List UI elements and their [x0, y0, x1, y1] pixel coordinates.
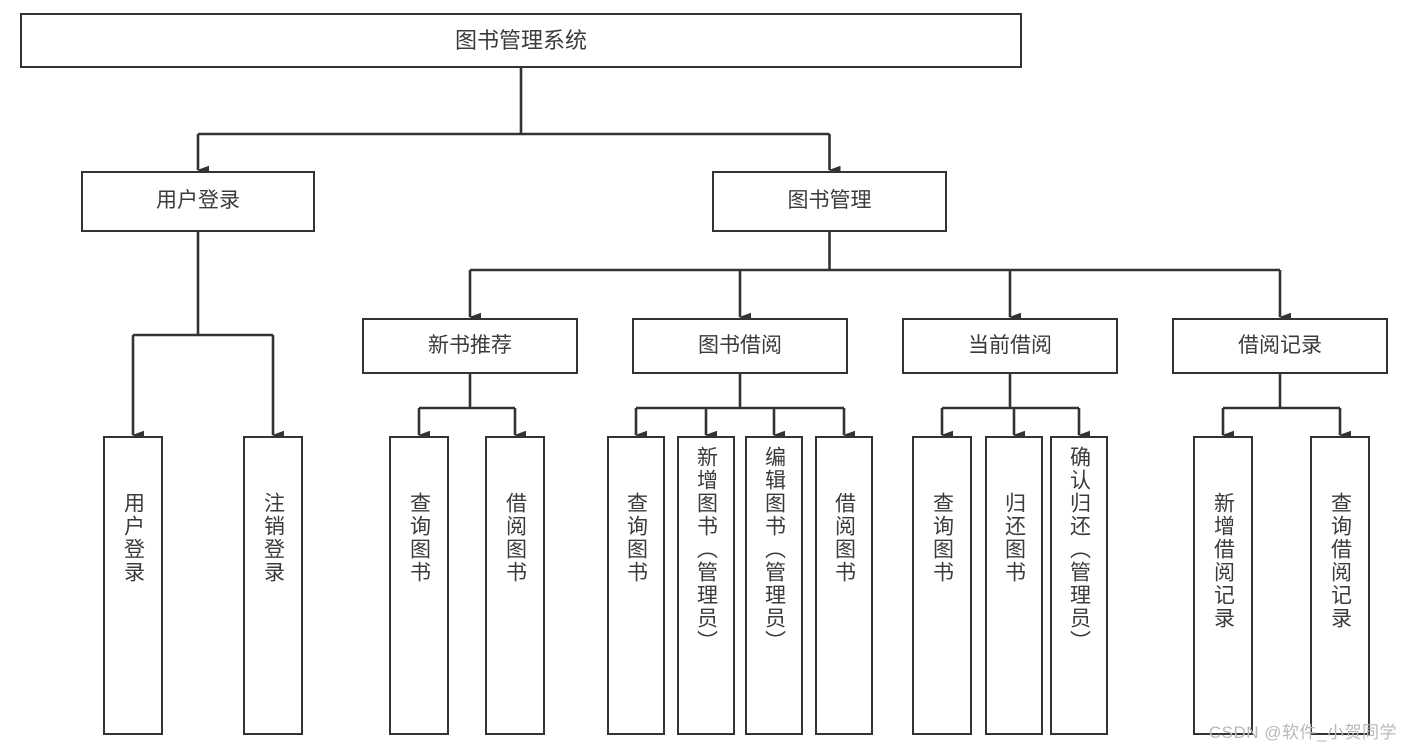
node-current-borrow[interactable]: 当前借阅 — [902, 318, 1118, 374]
node-leaf-return-book-label: 归还图书 — [1002, 492, 1026, 584]
node-leaf-add-record[interactable]: 新增借阅记录 — [1193, 436, 1253, 735]
node-leaf-borrow-book-2[interactable]: 借阅图书 — [815, 436, 873, 735]
node-leaf-confirm-return[interactable]: 确认归还（管理员） — [1050, 436, 1108, 735]
node-leaf-logout[interactable]: 注销登录 — [243, 436, 303, 735]
node-leaf-query-book-2[interactable]: 查询图书 — [607, 436, 665, 735]
node-leaf-add-book-label: 新增图书（管理员） — [694, 446, 718, 653]
node-book-borrow[interactable]: 图书借阅 — [632, 318, 848, 374]
node-leaf-borrow-book-1-label: 借阅图书 — [503, 492, 527, 584]
node-new-book-rec-label: 新书推荐 — [428, 333, 512, 357]
node-leaf-confirm-return-label: 确认归还（管理员） — [1067, 446, 1091, 653]
node-leaf-user-login-label: 用户登录 — [121, 492, 145, 584]
node-user-login[interactable]: 用户登录 — [81, 171, 315, 232]
node-borrow-record[interactable]: 借阅记录 — [1172, 318, 1388, 374]
node-user-login-label: 用户登录 — [156, 189, 240, 213]
node-borrow-record-label: 借阅记录 — [1238, 333, 1322, 357]
node-book-manage[interactable]: 图书管理 — [712, 171, 947, 232]
node-leaf-edit-book[interactable]: 编辑图书（管理员） — [745, 436, 803, 735]
node-leaf-user-login[interactable]: 用户登录 — [103, 436, 163, 735]
node-leaf-borrow-book-2-label: 借阅图书 — [832, 492, 856, 584]
node-book-borrow-label: 图书借阅 — [698, 333, 782, 357]
node-leaf-borrow-book-1[interactable]: 借阅图书 — [485, 436, 545, 735]
node-leaf-edit-book-label: 编辑图书（管理员） — [762, 446, 786, 653]
node-leaf-add-book[interactable]: 新增图书（管理员） — [677, 436, 735, 735]
node-leaf-query-record-label: 查询借阅记录 — [1328, 492, 1352, 630]
node-current-borrow-label: 当前借阅 — [968, 333, 1052, 357]
node-leaf-query-record[interactable]: 查询借阅记录 — [1310, 436, 1370, 735]
node-leaf-logout-label: 注销登录 — [261, 492, 285, 584]
node-leaf-add-record-label: 新增借阅记录 — [1211, 492, 1235, 630]
node-leaf-query-book-1-label: 查询图书 — [407, 492, 431, 584]
node-root-label: 图书管理系统 — [454, 27, 587, 53]
node-leaf-return-book[interactable]: 归还图书 — [985, 436, 1043, 735]
node-leaf-query-book-2-label: 查询图书 — [624, 492, 648, 584]
node-leaf-query-book-1[interactable]: 查询图书 — [389, 436, 449, 735]
node-root[interactable]: 图书管理系统 — [20, 13, 1022, 68]
node-leaf-query-book-3-label: 查询图书 — [930, 492, 954, 584]
node-leaf-query-book-3[interactable]: 查询图书 — [912, 436, 972, 735]
watermark-text: CSDN @软件_小贺同学 — [1208, 723, 1397, 742]
node-book-manage-label: 图书管理 — [787, 189, 872, 213]
node-new-book-rec[interactable]: 新书推荐 — [362, 318, 578, 374]
